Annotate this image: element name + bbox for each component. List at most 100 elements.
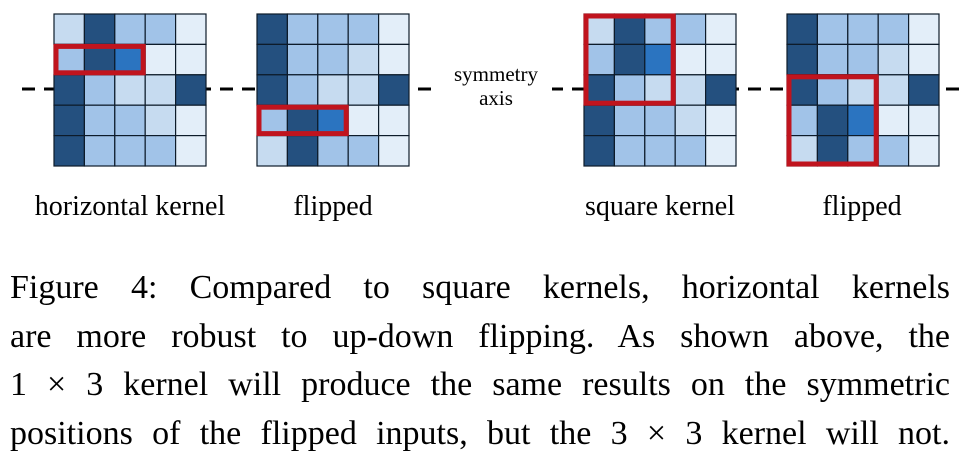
grid-cell [877,135,910,167]
grid-cell [644,74,676,106]
grid-cell [256,13,288,45]
grid-cell [317,135,349,167]
grid-cell [583,135,615,167]
grid-cell [613,135,646,167]
axis-label-line-2: axis [479,86,513,110]
panel-label-horizontal-kernel: horizontal kernel [35,191,226,222]
grid-cell [907,104,940,137]
grid-cell [256,74,288,106]
grid-cell [347,104,380,137]
grid-cell [816,104,849,137]
grid-cell [347,13,380,45]
grid-cell [144,135,177,167]
grid-cell [114,43,146,76]
grid-cell [378,13,410,45]
grid-cell [644,43,676,76]
grid-cell [114,13,146,45]
grid-cell [907,135,940,167]
caption-line-1: Figure 4: Compared to square kernels, ho… [10,269,950,306]
grid-cell [583,13,615,45]
grid-cell [347,135,380,167]
grid-cell [786,13,818,45]
grid-cell [583,43,615,76]
grid-cell [53,104,85,137]
grid-cell [347,43,380,76]
grid-cell [907,43,940,76]
panel-flipped-1 [256,13,410,167]
grid-cell [613,74,646,106]
grid-cell [175,135,207,167]
grid-cell [907,74,940,106]
grid-cell [175,74,207,106]
panel-label-flipped-2: flipped [822,191,901,222]
grid-cell [83,104,116,137]
grid-cell [286,104,319,137]
figure-caption: Figure 4: Compared to square kernels, ho… [10,264,950,458]
grid-cell [816,43,849,76]
grid-cell [83,74,116,106]
grid-cell [674,135,707,167]
caption-line-3-text: kernel will produce the same results on … [103,366,950,403]
grid-cell [674,43,707,76]
grid-cell [674,104,707,137]
grid-cell [378,74,410,106]
kernel-box [786,74,879,167]
grid-cell [907,13,940,45]
grid-cell [613,13,646,45]
kernel-box [53,43,146,76]
panel-labels-group: horizontal kernel flipped square kernel … [35,191,902,222]
caption-line-4-text-b: kernel will not. [702,414,950,452]
grid-cell [317,13,349,45]
grid-cell [317,43,349,76]
grid-cell [53,43,85,76]
panels-group [53,13,940,167]
kernel-box [256,104,349,137]
grid-cell [378,104,410,137]
grid-cell [175,104,207,137]
grid-cell [144,43,177,76]
grid-cell [847,43,879,76]
panel-label-flipped-1: flipped [293,191,372,222]
grid-cell [674,74,707,106]
grid-cell [583,104,615,137]
grid-cell [704,74,737,106]
grid-cell [704,104,737,137]
panel-flipped-2 [786,13,940,167]
grid-cell [144,104,177,137]
grid-cell [704,43,737,76]
panel-label-square-kernel: square kernel [585,191,735,222]
grid-cell [256,104,288,137]
grid-cell [816,13,849,45]
grid-cell [114,104,146,137]
panel-square-kernel [583,13,737,167]
grid-cell [83,13,116,45]
caption-math-1x3: 1 × 3 [10,366,104,403]
grid-cell [378,135,410,167]
grid-cell [704,135,737,167]
grid-cell [816,74,849,106]
caption-line-4: positions of the flipped inputs, but the… [10,410,950,459]
grid-cell [114,74,146,106]
grid-cell [256,43,288,76]
grid-cell [144,13,177,45]
grid-cell [317,74,349,106]
grid-cell [114,135,146,167]
grid-cell [877,104,910,137]
grid-cell [877,43,910,76]
caption-math-3x3: 3 × 3 [610,414,703,452]
kernel-box [583,13,676,106]
panel-horizontal-kernel [53,13,207,167]
grid-cell [175,43,207,76]
grid-cell [847,13,879,45]
grid-cell [583,74,615,106]
axis-label-line-1: symmetry [454,62,538,86]
grid-cell [786,104,818,137]
grid-cell [644,135,676,167]
grid-cell [644,13,676,45]
grid-cell [847,74,879,106]
grid-cell [175,13,207,45]
grid-cell [816,135,849,167]
grid-cell [877,74,910,106]
grid-cell [286,13,319,45]
